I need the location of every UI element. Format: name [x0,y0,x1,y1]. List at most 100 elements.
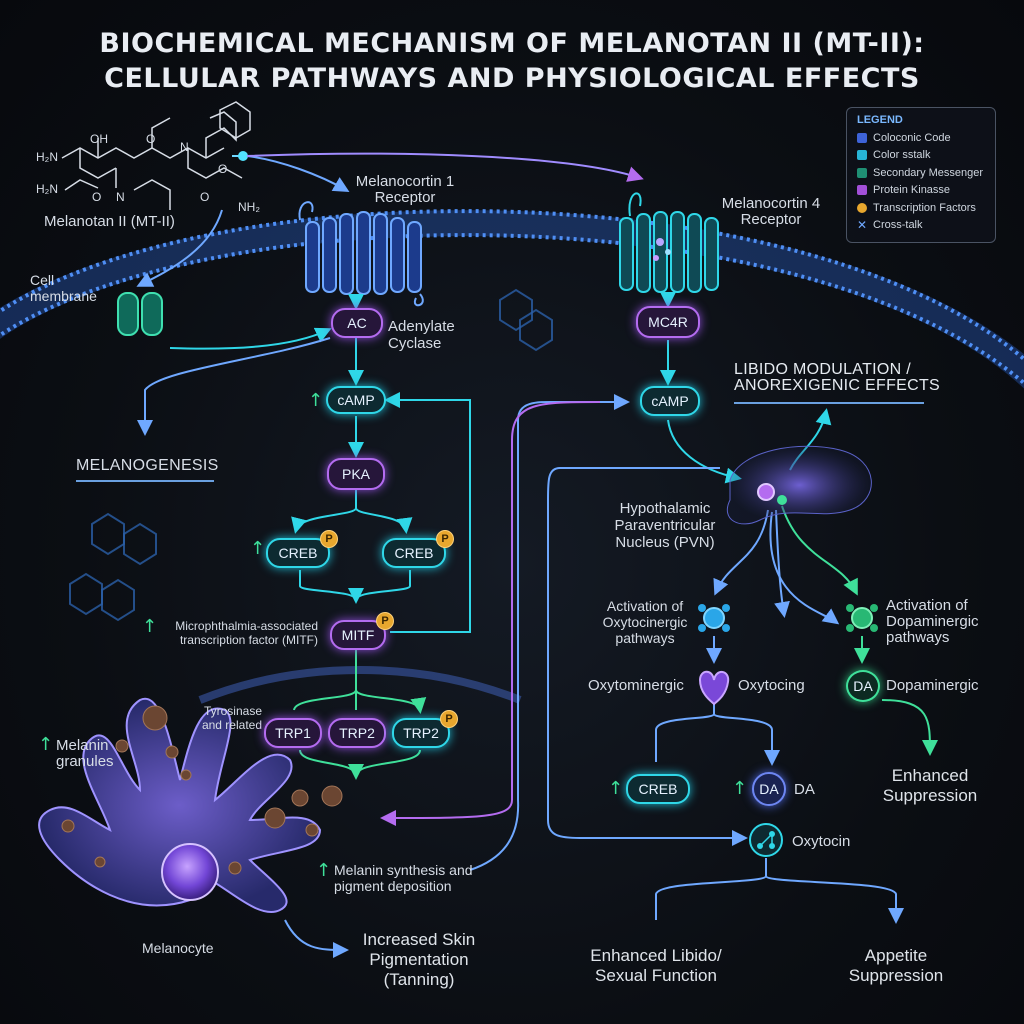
pvn-side-node [777,495,787,505]
mc4r-node: MC4R [636,306,700,338]
cross-icon: ✕ [857,218,868,233]
arrow-trps-to-melanin [299,749,421,776]
legend-title: LEGEND [857,114,903,126]
arrow-channel-to-melanogenesis [137,337,331,436]
creb-right-up-arrow: ↑ [608,778,624,799]
legend-swatch [857,167,867,178]
mitf-label: Microphthalmia-associated transcription … [175,619,318,647]
oxytocing-icon [698,670,730,706]
da-node: DA [846,670,880,702]
arrow-mt2-to-mc1r [246,155,350,192]
oxytominergic-label: Oxytominergic [588,677,684,694]
ac-node: AC [331,308,383,338]
arrow-mitf-to-trps [293,650,420,710]
mc1r-label: Melanocortin 1 Receptor [355,173,455,206]
pvn-neuron [726,445,872,525]
arrow-oxytocin-to-outcomes [655,858,896,920]
melanin-granules [61,705,343,875]
arrow-oxytocing-split [655,704,772,762]
camp-node-right: cAMP [640,386,700,416]
creb-up-arrow: ↑ [250,538,266,559]
tyrosinase-label: Tyrosinase and related [201,704,262,732]
arrow-mt2-to-channel [136,209,223,287]
mt2-molecule-structure [61,101,251,210]
legend-item: ✕ Cross-talk [857,217,985,235]
dopa-activation-label: Activation of Dopaminergic pathways [886,597,979,646]
appetite-outcome: Appetite Suppression [848,946,944,985]
legend-item: Protein Kinasse [857,182,985,200]
trp2-node-a: TRP2 [328,718,386,748]
legend-swatch [857,132,867,143]
legend-label: Coloconic Code [873,131,951,144]
phospho-badge-creb1: P [320,530,338,548]
melanin-granules-label: Melanin granules [56,737,114,770]
phospho-badge-trp2: P [440,710,458,728]
phospho-badge-creb2: P [436,530,454,548]
legend-swatch [857,185,867,196]
arrow-creb-to-mitf [299,570,411,600]
melanocyte-cell [38,697,322,913]
atom-o-4: O [218,162,228,176]
atom-o-2: O [146,132,156,146]
atom-n-2: N [180,140,189,154]
oxytocing-label: Oxytocing [738,677,805,694]
pka-node: PKA [327,458,385,490]
arrow-mt2-to-mc4r [246,152,644,182]
melanin-up-arrow: ↑ [38,734,54,755]
arrow-da-to-suppression [881,699,938,756]
oxytocinergic-icon [698,604,730,632]
legend-item: Transcription Factors [857,199,985,217]
melanocyte-label: Melanocyte [142,940,214,956]
creb-node-2: CREB [382,538,446,568]
arrow-channel-to-ac [169,327,332,350]
legend-label: Cross-talk [873,219,923,232]
atom-o-3: O [200,190,210,204]
libido-outcome: Enhanced Libido/ Sexual Function [590,946,722,985]
camp-up-arrow: ↑ [308,390,324,411]
membrane-channel [117,292,163,336]
arrow-pvn-to-dopa [781,505,858,596]
melanin-synthesis-up-arrow: ↑ [316,860,332,881]
arrow-melanin-synthesis-to-cell [469,394,630,871]
phospho-badge-mitf: P [376,612,394,630]
title-line1: BIOCHEMICAL MECHANISM OF MELANOTAN II (M… [99,28,925,59]
oxy-activation-label: Activation of Oxytocinergic pathways [602,598,688,646]
arrow-melanocyte-to-pigmentation [284,919,349,958]
pigmentation-outcome: Increased Skin Pigmentation (Tanning) [362,930,476,989]
pvn-label: Hypothalamic Paraventricular Nucleus (PV… [614,500,716,551]
legend-label: Transcription Factors [873,201,976,214]
crosstalk-purple [380,401,601,826]
legend-item: Secondary Messenger [857,164,985,182]
arrow-pvn-to-oxy [713,509,769,596]
legend-label: Protein Kinasse [873,184,951,197]
creb-node-1: CREB [266,538,330,568]
molecule-anchor-dot [238,151,248,161]
feedback-mitf-camp [384,392,471,633]
decorative-hexagons [69,288,553,622]
crosstalk-blue-long [547,467,748,846]
title-line2: CELLULAR PATHWAYS AND PHYSIOLOGICAL EFFE… [104,63,920,94]
mc4r-label: Melanocortin 4 Receptor [721,195,821,228]
da-up-arrow: ↑ [732,778,748,799]
cell-membrane [0,209,1024,389]
melanogenesis-heading: MELANOGENESIS [76,457,219,474]
atom-nh2: NH₂ [238,200,260,214]
da-label: DA [794,781,815,798]
mc1r-receptor-structure [298,201,424,307]
camp-node-left: cAMP [326,386,386,414]
oxytocin-icon [749,823,783,857]
legend-label: Secondary Messenger [873,166,984,179]
arrow-pka-to-creb1 [291,490,357,534]
pvn-center-node [757,483,775,501]
dopaminergic-label: Dopaminergic [886,677,979,694]
libido-header: LIBIDO MODULATION / ANOREXIGENIC EFFECTS [734,361,941,394]
molecule-label: Melanotan II (MT-II) [44,213,175,230]
arrow-pvn-to-creb-r [769,511,840,625]
atom-h2n-1: H₂N [36,150,58,164]
mitf-up-arrow: ↑ [142,616,158,637]
mc4r-receptor-structure [619,192,719,293]
atom-n-1: N [116,190,125,204]
legend-item: Coloconic Code [857,129,985,147]
cell-membrane-label: Cell membrane [30,272,97,304]
